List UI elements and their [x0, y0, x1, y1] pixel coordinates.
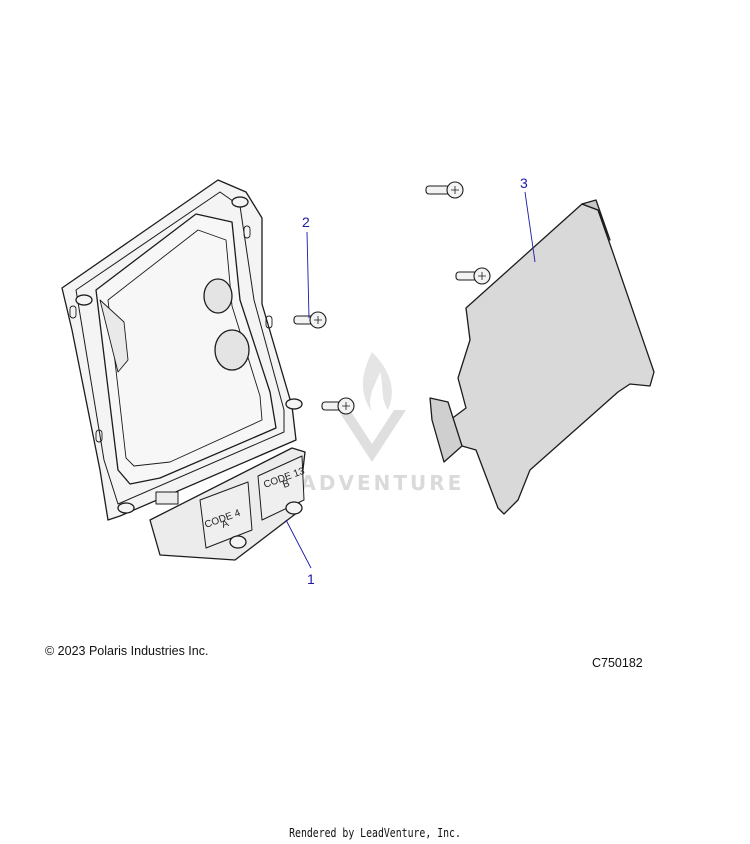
copyright-notice: © 2023 Polaris Industries Inc.: [45, 644, 209, 658]
bolt-2-upper: [293, 311, 327, 329]
bolt-3-lower: [455, 267, 491, 285]
callout-3: 3: [520, 175, 528, 191]
rendered-by-credit: Rendered by LeadVenture, Inc.: [289, 826, 461, 840]
connector-b-letter: B: [281, 478, 291, 491]
ecu-module: [61, 179, 306, 561]
bolt-3-upper: [425, 181, 464, 199]
connector-a-letter: A: [220, 518, 230, 531]
heat-shield: [429, 199, 655, 515]
callout-1: 1: [307, 571, 315, 587]
leader-lines: [285, 191, 536, 569]
figure-code: C750182: [592, 656, 643, 670]
bolt-2-lower: [321, 397, 355, 415]
callout-2: 2: [302, 214, 310, 230]
